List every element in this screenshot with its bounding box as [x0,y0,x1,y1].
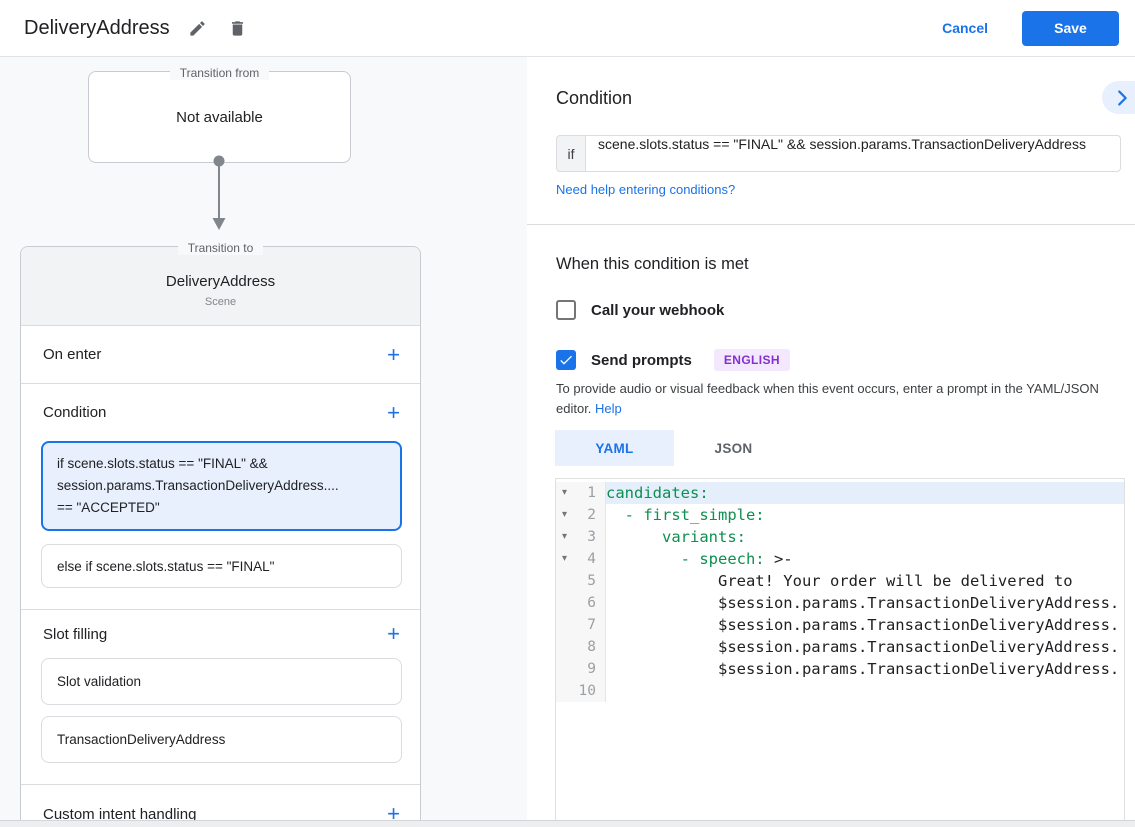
code-line: 6 $session.params.TransactionDeliveryAdd… [556,592,1124,614]
prompt-hint-text: To provide audio or visual feedback when… [556,381,1099,416]
code-text[interactable]: - first_simple: [606,506,765,524]
fold-arrow-icon[interactable]: ▾ [561,553,568,564]
scene-type: Scene [204,295,237,308]
code-line: 5 Great! Your order will be delivered to [556,570,1124,592]
transition-from-value: Not available [176,108,263,126]
scene-header: DeliveryAddress Scene [21,247,420,326]
transition-to-card: Transition to DeliveryAddress Scene On e… [20,241,421,825]
code-text[interactable]: $session.params.TransactionDeliveryAddre… [606,616,1120,634]
code-line: 8 $session.params.TransactionDeliveryAdd… [556,636,1124,658]
hint-help-link[interactable]: Help [595,401,622,416]
fold-arrow-icon[interactable]: ▾ [561,509,568,520]
add-slot-icon[interactable]: + [387,621,400,646]
bottom-edge-strip [0,820,1135,827]
condition-chip-else[interactable]: else if scene.slots.status == "FINAL" [41,544,402,588]
scene-flow-canvas: Transition from Not available Transition… [0,57,527,827]
delete-icon[interactable] [222,12,254,44]
section-on-enter: On enter + [21,326,420,384]
custom-intent-label: Custom intent handling [43,805,197,823]
panel-title: Condition [556,88,633,108]
code-text[interactable]: candidates: [606,482,1124,504]
condition-detail-panel: Condition if scene.slots.status == "FINA… [527,57,1135,827]
conditions-help-link[interactable]: Need help entering conditions? [556,182,736,197]
slot-validation-item[interactable]: Slot validation [41,658,402,705]
panel-divider [527,224,1135,225]
language-badge: ENGLISH [713,349,790,371]
section-slot-filling: Slot filling + Slot validation Transacti… [21,610,420,785]
tab-json[interactable]: JSON [714,440,753,456]
add-condition-icon[interactable]: + [387,399,400,425]
check-icon [560,355,572,365]
code-line: 10 [556,680,1124,702]
transition-from-label: Transition from [89,64,350,82]
transition-arrow [212,155,226,230]
condition-expression-input[interactable]: scene.slots.status == "FINAL" && session… [585,135,1121,172]
add-custom-intent-icon[interactable]: + [387,801,400,826]
save-button[interactable]: Save [1022,10,1119,46]
on-enter-label: On enter [43,346,102,363]
send-prompts-row: Send prompts ENGLISH [556,349,790,371]
send-prompts-checkbox[interactable] [556,350,576,370]
if-prefix: if [556,135,585,172]
section-custom-intent: Custom intent handling + [21,785,420,827]
yaml-code-editor[interactable]: ▾1 candidates: ▾2 - first_simple: ▾3 var… [555,478,1125,827]
add-on-enter-icon[interactable]: + [387,341,400,367]
top-bar: DeliveryAddress Cancel Save [0,0,1135,57]
condition-met-heading: When this condition is met [556,255,749,273]
tab-yaml[interactable]: YAML [555,430,674,466]
fold-arrow-icon[interactable]: ▾ [561,487,568,498]
section-condition: Condition + if scene.slots.status == "FI… [21,384,420,610]
edit-icon[interactable] [182,12,214,44]
condition-chip-selected[interactable]: if scene.slots.status == "FINAL" && sess… [41,441,402,531]
condition-expression-row: if scene.slots.status == "FINAL" && sess… [556,135,1121,172]
scene-name: DeliveryAddress [165,272,276,290]
code-text[interactable]: $session.params.TransactionDeliveryAddre… [606,638,1120,656]
transition-from-box: Transition from Not available [88,66,351,163]
page-title: DeliveryAddress [24,16,170,39]
call-webhook-checkbox[interactable] [556,300,576,320]
webhook-row: Call your webhook [556,300,724,320]
code-text[interactable]: $session.params.TransactionDeliveryAddre… [606,660,1120,678]
code-text[interactable]: Great! Your order will be delivered to [606,572,1073,590]
code-line: ▾4 - speech: >- [556,548,1124,570]
code-line: ▾1 candidates: [556,482,1124,504]
transition-to-label: Transition to [21,239,420,257]
code-line: 9 $session.params.TransactionDeliveryAdd… [556,658,1124,680]
slot-filling-label: Slot filling [43,625,108,643]
code-text[interactable]: $session.params.TransactionDeliveryAddre… [606,594,1120,612]
code-text[interactable]: - speech: >- [606,550,793,568]
code-line: ▾3 variants: [556,526,1124,548]
editor-tabs: YAML JSON [555,430,793,466]
code-line: 7 $session.params.TransactionDeliveryAdd… [556,614,1124,636]
slot-item[interactable]: TransactionDeliveryAddress [41,716,402,763]
code-text[interactable] [606,680,1124,702]
chevron-right-icon [1118,89,1127,106]
cancel-button[interactable]: Cancel [942,20,988,36]
fold-arrow-icon[interactable]: ▾ [561,531,568,542]
code-text[interactable]: variants: [606,528,746,546]
collapse-panel-button[interactable] [1102,81,1135,114]
send-prompts-label: Send prompts [591,351,692,369]
call-webhook-label: Call your webhook [591,301,725,319]
code-line: ▾2 - first_simple: [556,504,1124,526]
condition-label: Condition [43,404,107,421]
